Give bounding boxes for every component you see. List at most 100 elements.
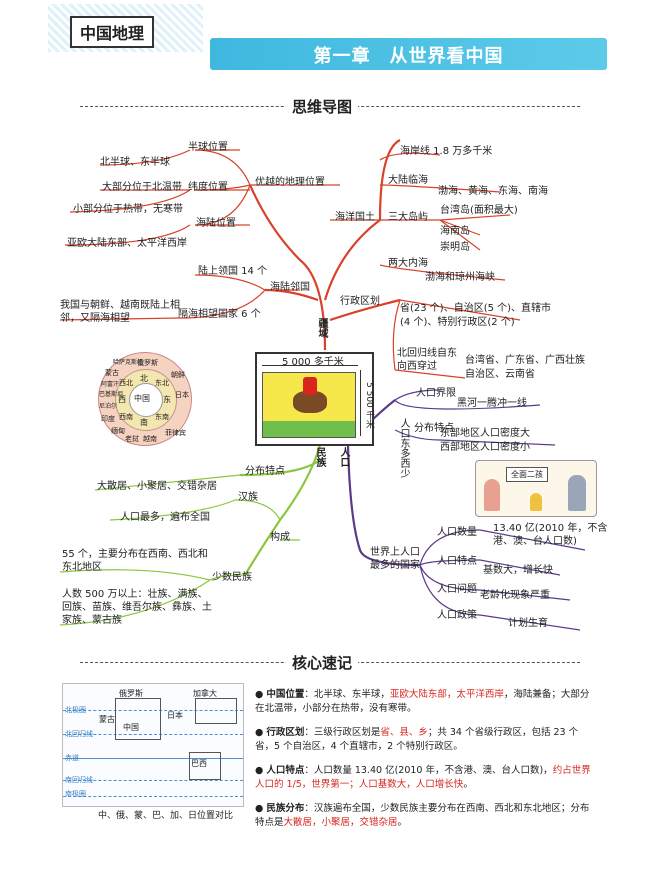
node-islands: 三大岛屿 [388, 212, 428, 223]
family-sign: 全面二孩 [506, 467, 548, 482]
core-item-highlight: 约占世界人口的 1/5，世界第一；人口基数大，人口增长快 [255, 765, 591, 790]
core-item-text: ，海陆兼备；大部分在北温带，小部分在热带，没有寒带。 [255, 689, 590, 714]
node-admin-value2: (4 个)、特别行政区(2 个) [400, 317, 515, 328]
node-sea-land: 海陆位置 [196, 218, 236, 229]
child-icon [530, 493, 542, 511]
node-sea-land-value: 亚欧大陆东部、太平洋西岸 [67, 238, 187, 249]
node-inland-sea: 两大内海 [388, 258, 428, 269]
node-han-value: 人口最多，遍布全国 [120, 512, 210, 523]
core-item-highlight: 大散居，小聚居，交错杂居 [283, 817, 398, 828]
map-china: 中国 [123, 723, 139, 732]
node-admin: 行政区划 [340, 296, 380, 307]
node-pop-problem: 人口问题 [437, 584, 477, 595]
core-item-text: 。 [397, 817, 408, 828]
country-outline [189, 752, 221, 780]
height-arrow [360, 370, 361, 436]
node-pop-policy: 人口政策 [437, 610, 477, 621]
tropic-s-line [63, 780, 243, 781]
node-pop-dense: 人口东多西少 [398, 418, 409, 478]
compass-center [129, 383, 163, 417]
core-item-text: ；共 34 个省级行政区，包括 23 个省，5 个自治区，4 个直辖市，2 个特… [255, 727, 579, 752]
map-arctic: 北极圈 [65, 706, 86, 714]
mindmap-title: 思维导图 [286, 96, 359, 117]
grass [263, 421, 355, 437]
rider-icon [303, 377, 317, 395]
node-pop-policy-value: 计划生育 [508, 618, 548, 629]
antarctic-line [63, 796, 243, 797]
node-inland-sea-value: 渤海和琼州海峡 [425, 272, 495, 283]
compass-outer-6: 老挝 [125, 435, 139, 443]
world-position-map: 俄罗斯 加拿大 蒙古 中国 日本 巴西 北极圈 北回归线 赤道 南回归线 南极圈 [62, 683, 244, 807]
core-item: ● 人口特点：人口数量 13.40 亿(2010 年，不含港、澳、台人口数)，约… [255, 765, 591, 790]
node-latitude: 纬度位置 [188, 182, 228, 193]
compass-center-label: 中国 [134, 394, 150, 403]
node-minority-value1: 55 个，主要分布在西南、西北和东北地区 [62, 549, 208, 573]
center-height-label: 5 500 千米 [364, 382, 374, 429]
node-land-neighbors: 陆上领国 14 个 [198, 266, 268, 277]
compass-outer-5: 越南 [143, 435, 157, 443]
node-neighbors-note: 我国与朝鲜、越南既陆上相邻，又隔海相望 [60, 300, 180, 324]
node-island2: 海南岛 [440, 226, 470, 237]
compass-outer-12: 哈萨克斯坦 [113, 359, 144, 366]
node-advantage: 优越的地理位置 [255, 177, 325, 188]
compass-outer-9: 尼泊尔 [99, 403, 118, 410]
branch-ethnic: 民族 [314, 447, 325, 467]
center-width-label: 5 000 多千米 [282, 357, 344, 368]
node-admin-value1: 省(23 个)、自治区(5 个)、直辖市 [400, 303, 552, 314]
core-item: ● 中国位置：北半球、东半球，亚欧大陆东部，太平洋西岸，海陆兼备；大部分在北温带… [255, 689, 590, 714]
node-minority-value2: 人数 500 万以上：壮族、满族、回族、苗族、维吾尔族、彝族、土家族、蒙古族 [62, 589, 212, 626]
node-pop-feature: 人口特点 [437, 556, 477, 567]
map-brazil: 巴西 [191, 759, 207, 768]
core-item-highlight: 省、县、乡 [380, 727, 428, 738]
core-item-head: 行政区划 [266, 727, 305, 738]
compass-outer-4: 菲律宾 [165, 429, 186, 437]
node-tropic-value2: 自治区、云南省 [465, 369, 535, 380]
node-most-pop: 世界上人口最多的国家 [370, 547, 420, 571]
node-sea-neighbors: 隔海相望国家 6 个 [178, 309, 261, 320]
node-island1: 台湾岛(面积最大) [440, 205, 518, 216]
node-han: 汉族 [238, 492, 258, 503]
compass-s: 南 [140, 418, 148, 427]
map-tropic-n: 北回归线 [65, 730, 93, 738]
person-icon [568, 475, 586, 511]
node-pop-dist-value2: 西部地区人口密度小 [440, 442, 530, 453]
node-coastline: 海岸线 1.8 万多千米 [400, 146, 493, 157]
country-outline [115, 698, 161, 740]
arctic-line [63, 710, 243, 711]
compass-outer-0: 俄罗斯 [137, 359, 158, 367]
node-pop-distribution: 分布特点 [414, 423, 454, 434]
compass-e: 东 [163, 395, 171, 404]
node-neighbors: 海陆邻国 [270, 282, 310, 293]
node-pop-boundary-value: 黑河一腾冲一线 [457, 398, 527, 409]
node-seas-value: 渤海、黄海、东海、南海 [438, 186, 548, 197]
node-latitude-value2: 小部分位于热带，无寒带 [73, 204, 183, 215]
node-distribution-value: 大散居、小聚居、交错杂居 [97, 481, 217, 492]
map-mongolia: 蒙古 [99, 715, 115, 724]
node-tropic-value1: 台湾省、广东省、广西壮族 [465, 355, 585, 366]
node-pop-count-value: 13.40 亿(2010 年，不含港、澳、台人口数) [493, 523, 608, 547]
compass-nw: 西北 [119, 379, 133, 387]
horse-rider-illustration [262, 372, 356, 438]
branch-territory: 疆域 [316, 318, 327, 338]
map-russia: 俄罗斯 [119, 689, 143, 698]
horse-icon [293, 391, 327, 413]
node-ocean: 海洋国土 [335, 212, 375, 223]
chapter-title: 第一章 从世界看中国 [313, 46, 504, 67]
compass-outer-7: 缅甸 [111, 427, 125, 435]
compass-outer-10: 巴基斯坦 [99, 391, 124, 398]
compass-se: 东南 [155, 413, 169, 421]
compass-n: 北 [140, 374, 148, 383]
compass-w: 西 [118, 395, 126, 404]
compass-outer-2: 朝鲜 [171, 371, 185, 379]
map-equator: 赤道 [65, 754, 79, 762]
node-pop-boundary: 人口界限 [416, 388, 456, 399]
core-item-head: 中国位置 [266, 689, 305, 700]
node-seas: 大陆临海 [388, 175, 428, 186]
subject-label: 中国地理 [70, 16, 155, 48]
map-antarctic: 南极圈 [65, 790, 86, 798]
chapter-banner [210, 38, 607, 70]
map-caption: 中、俄、蒙、巴、加、日位置对比 [98, 811, 234, 821]
node-distribution: 分布特点 [245, 466, 285, 477]
node-pop-problem-value: 老龄化现象严重 [480, 590, 550, 601]
